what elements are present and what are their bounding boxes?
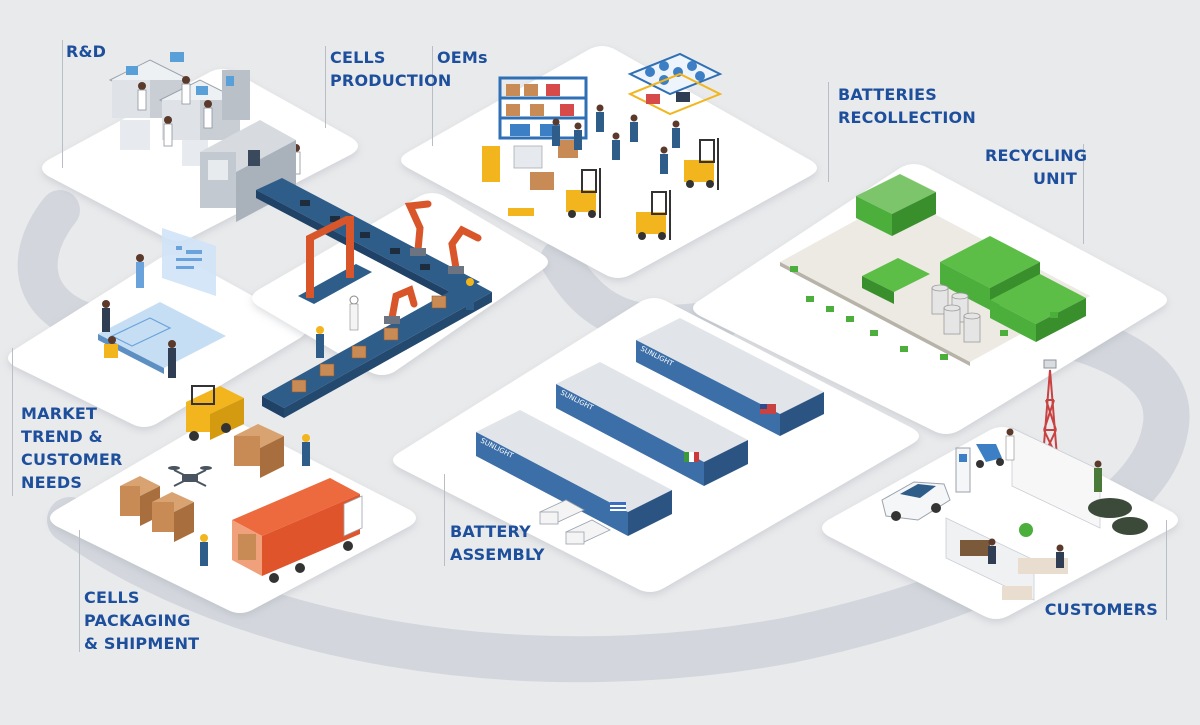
shelf-rack-icon [498, 76, 588, 140]
warehouse-icon: SUNLIGHT [556, 362, 748, 486]
worker-icon [102, 254, 176, 378]
worker-icon [316, 278, 474, 358]
label-batteries-recollection: BATTERIES RECOLLECTION [838, 85, 976, 127]
flag-us-icon [760, 404, 776, 414]
worker-icon [200, 434, 310, 566]
label-customers: CUSTOMERS [1044, 600, 1158, 619]
callout-line-recycling-unit [1083, 144, 1084, 244]
label-cells-production: CELLS PRODUCTION [330, 48, 452, 90]
charging-station-icon [955, 447, 971, 493]
label-rnd: R&D [66, 42, 107, 61]
platform-packaging [50, 417, 416, 613]
pallet-stacks [513, 140, 578, 190]
storage-tank-icon [931, 284, 981, 343]
drone-icon [168, 466, 212, 487]
label-oems: OEMs [437, 48, 488, 67]
worker-icon [988, 428, 1102, 568]
label-battery-assembly: BATTERY ASSEMBLY [450, 522, 545, 564]
callout-line-rnd [62, 40, 63, 168]
callout-line-cells-production [325, 46, 326, 128]
electric-car-icon [881, 481, 951, 521]
callout-line-oems [432, 46, 433, 146]
cardboard-box-icon [120, 424, 284, 542]
cardboard-box-icon [291, 295, 447, 393]
flag-greece-icon [610, 502, 626, 512]
gantry-frame [306, 216, 354, 298]
shelf-rack-icon [627, 52, 723, 116]
recycling-plant [780, 174, 1090, 366]
warehouse-icon: SUNLIGHT [476, 410, 672, 536]
production-machine [200, 120, 296, 222]
label-market-trend: MARKET TREND & CUSTOMER NEEDS [21, 404, 123, 492]
callout-line-packaging [79, 530, 80, 652]
callout-line-batteries-recollection [828, 82, 829, 182]
flag-italy-icon [684, 452, 699, 462]
forklift-icon [186, 385, 244, 441]
truck-icon [539, 499, 611, 545]
label-recycling-unit: RECYCLING UNIT [985, 146, 1088, 188]
scooter-icon [976, 444, 1004, 468]
flow-loop [47, 297, 1190, 683]
platform-oems [401, 46, 817, 278]
warehouse-icon: SUNLIGHT [636, 318, 824, 436]
worker-icon [552, 104, 680, 174]
callout-line-customers [1166, 520, 1167, 620]
label-packaging: CELLS PACKAGING & SHIPMENT [84, 588, 200, 653]
robot-arm-icon [388, 200, 482, 322]
forklift-icon [482, 138, 719, 240]
robot-arm-base [384, 248, 464, 324]
garden-hedge [1088, 498, 1148, 535]
callout-line-market-trend [12, 348, 13, 496]
recycling-bins [790, 266, 1058, 360]
callout-line-battery-assembly [444, 474, 445, 566]
truck-icon [232, 478, 363, 583]
battery-cell-trays [300, 200, 430, 270]
